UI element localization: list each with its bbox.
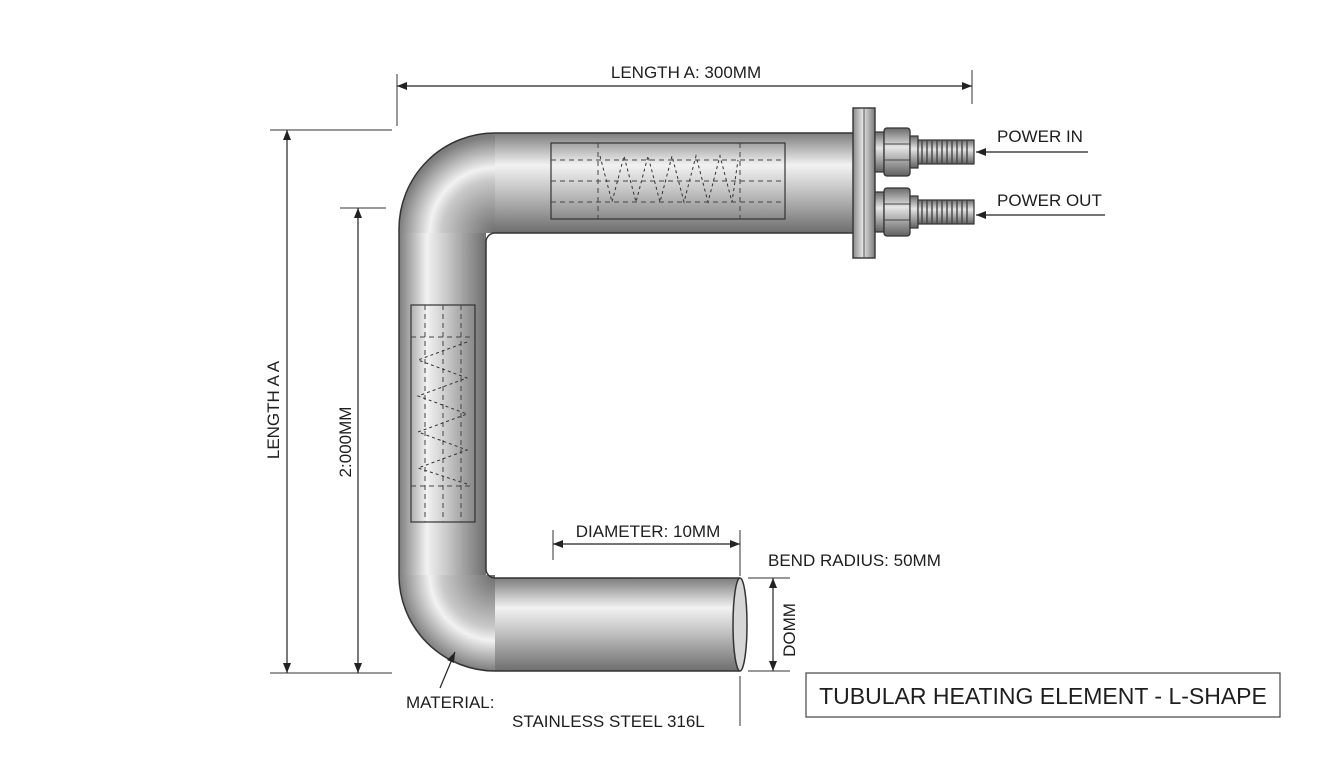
power-out-callout: POWER OUT — [976, 191, 1105, 219]
inner-length-label: 2:000MM — [336, 407, 355, 478]
title-block: TUBULAR HEATING ELEMENT - L-SHAPE — [805, 672, 1281, 718]
material-callout: MATERIAL: STAINLESS STEEL 316L — [406, 651, 705, 731]
power-out-terminal — [874, 187, 975, 237]
heating-tube — [398, 132, 861, 672]
diameter-label: DIAMETER: 10MM — [576, 522, 721, 541]
end-dimension-label: DOMM — [780, 603, 799, 657]
diameter-dimension: DIAMETER: 10MM — [552, 522, 741, 576]
threaded-terminal-icon — [917, 139, 975, 165]
length-a-label: LENGTH A: 300MM — [611, 63, 761, 82]
terminal-assembly — [852, 107, 975, 259]
vertical-coil-section — [410, 304, 476, 523]
length-aa-dimension: LENGTH A A — [264, 129, 392, 674]
drawing-title: TUBULAR HEATING ELEMENT - L-SHAPE — [819, 683, 1267, 709]
tube-bottom-bend — [399, 575, 495, 671]
end-dimension: DOMM — [739, 577, 799, 726]
tube-bottom-leg — [495, 578, 740, 671]
bend-radius-label: BEND RADIUS: 50MM — [768, 551, 941, 570]
length-a-dimension: LENGTH A: 300MM — [396, 63, 973, 126]
threaded-terminal-icon — [917, 199, 975, 225]
power-in-callout: POWER IN — [976, 127, 1088, 156]
tube-top-bend — [398, 132, 495, 233]
power-in-label: POWER IN — [997, 127, 1083, 146]
power-in-terminal — [874, 127, 975, 177]
material-value: STAINLESS STEEL 316L — [512, 712, 705, 731]
tube-open-end — [732, 577, 748, 672]
tube-top-leg — [495, 133, 861, 233]
material-label: MATERIAL: — [406, 693, 494, 712]
hex-nut-icon — [883, 187, 911, 237]
hex-nut-icon — [883, 127, 911, 177]
inner-length-dimension: 2:000MM — [336, 207, 386, 674]
power-out-label: POWER OUT — [997, 191, 1102, 210]
top-coil-section — [550, 142, 786, 220]
length-aa-label: LENGTH A A — [264, 360, 283, 459]
